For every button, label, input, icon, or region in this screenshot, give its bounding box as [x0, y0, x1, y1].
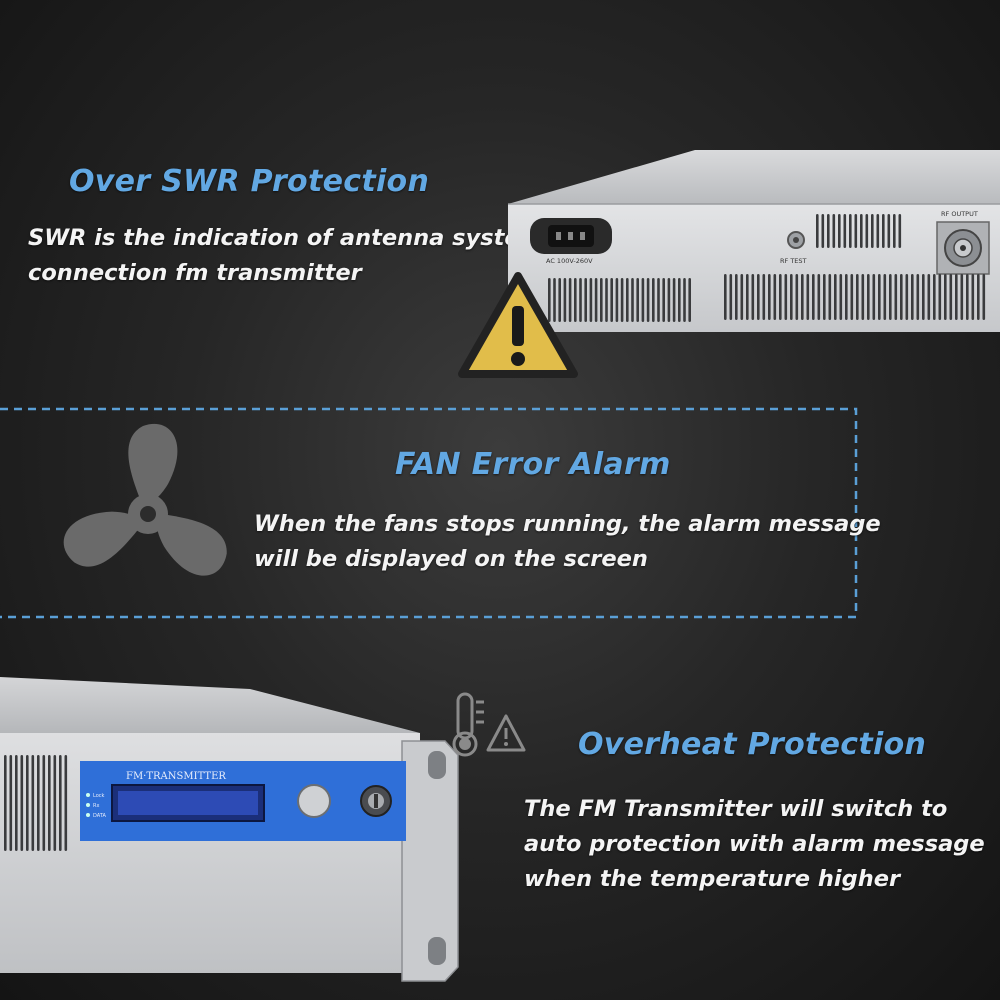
overheat-description: The FM Transmitter will switch to auto p… — [524, 792, 985, 897]
warning-icon — [458, 272, 578, 378]
overheat-line-3: when the temperature higher — [524, 866, 901, 892]
swr-title: Over SWR Protection — [69, 164, 430, 199]
led-label-rx: Rx — [93, 803, 99, 809]
swr-line-1: SWR is the indication of antenna system — [28, 225, 544, 251]
transmitter-rear-panel-image: AC 100V-260V RF TEST RF OUTPUT — [508, 150, 1000, 332]
swr-description: SWR is the indication of antenna system … — [28, 221, 543, 291]
fan-icon — [63, 423, 227, 576]
transmitter-front-panel-image: FM·TRANSMITTER Lock Rx DATA — [0, 677, 459, 982]
overheat-title: Overheat Protection — [578, 727, 927, 762]
thermometer-warning-icon — [452, 692, 526, 757]
overheat-line-1: The FM Transmitter will switch to — [524, 796, 948, 822]
brand-label: FM·TRANSMITTER — [126, 771, 226, 782]
led-label-data: DATA — [93, 813, 106, 819]
fan-description: When the fans stops running, the alarm m… — [254, 507, 881, 577]
fan-title: FAN Error Alarm — [395, 447, 671, 482]
upper-vent — [816, 214, 902, 248]
ac-label: AC 100V-260V — [546, 257, 593, 265]
led-label-lock: Lock — [93, 793, 105, 799]
overheat-line-2: auto protection with alarm message — [524, 831, 985, 857]
fan-line-2: will be displayed on the screen — [254, 546, 648, 572]
fan-line-1: When the fans stops running, the alarm m… — [254, 511, 881, 537]
fan-section-dashed-border — [0, 407, 858, 619]
rf-output-label: RF OUTPUT — [941, 210, 978, 218]
front-vent — [4, 755, 68, 851]
lower-vent-left — [548, 278, 691, 322]
control-knob — [297, 784, 331, 818]
swr-line-2: connection fm transmitter — [28, 260, 362, 286]
lower-vent-right — [724, 274, 986, 320]
rf-test-label: RF TEST — [780, 257, 807, 265]
